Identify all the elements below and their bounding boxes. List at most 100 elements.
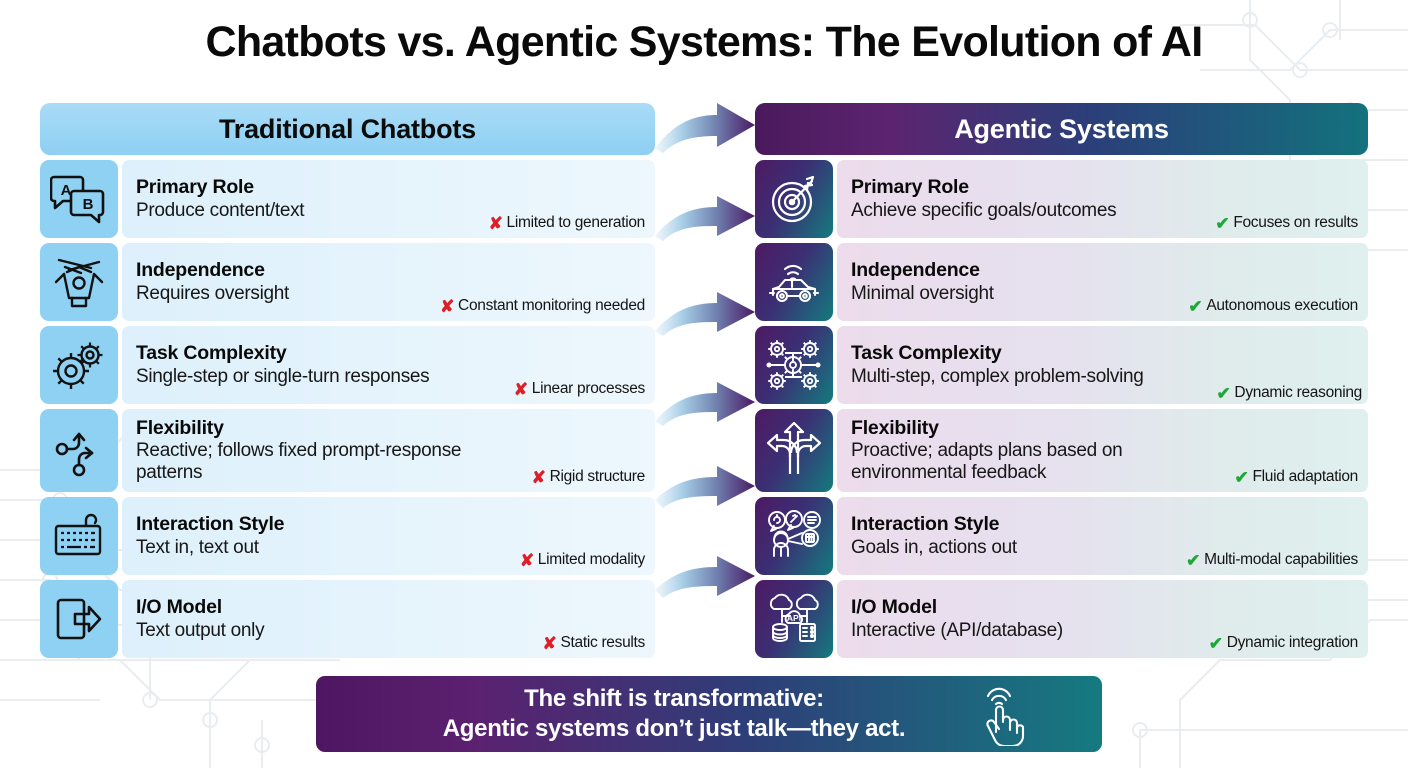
row-tag: ✘ Limited to generation <box>488 213 646 233</box>
row-right-independence[interactable]: Independence Minimal oversight ✔ Autonom… <box>755 243 1368 321</box>
row-left-interaction-style-body: Interaction Style Text in, text out ✘ Li… <box>122 497 655 575</box>
check-icon: ✔ <box>1208 633 1223 653</box>
row-desc: Achieve specific goals/outcomes <box>851 199 1117 221</box>
row-title: I/O Model <box>136 596 222 619</box>
row-tag-label: Dynamic integration <box>1226 634 1359 651</box>
check-icon: ✔ <box>1234 467 1249 487</box>
row-right-io-model-body: I/O Model Interactive (API/database) ✔ D… <box>837 580 1368 658</box>
row-tag: ✘ Static results <box>542 633 646 653</box>
row-desc: Proactive; adapts plans based on environ… <box>851 440 1123 484</box>
check-icon: ✔ <box>1188 296 1203 316</box>
row-tag: ✔ Fluid adaptation <box>1234 467 1359 487</box>
row-desc: Minimal oversight <box>851 282 994 304</box>
row-right-flexibility[interactable]: Flexibility Proactive; adapts plans base… <box>755 409 1368 492</box>
cross-icon: ✘ <box>513 379 528 399</box>
row-desc: Goals in, actions out <box>851 536 1017 558</box>
target-dart-icon <box>755 160 833 238</box>
row-title: Task Complexity <box>851 342 1002 365</box>
row-title: Independence <box>136 259 265 282</box>
row-tag-label: Constant monitoring needed <box>458 297 645 314</box>
row-right-primary-role-body: Primary Role Achieve specific goals/outc… <box>837 160 1368 238</box>
row-tag-label: Dynamic reasoning <box>1234 384 1362 401</box>
cross-icon: ✘ <box>531 467 546 487</box>
row-tag-label: Multi-modal capabilities <box>1204 551 1358 568</box>
three-way-arrows-icon <box>755 409 833 492</box>
keyboard-icon <box>40 497 118 575</box>
check-icon: ✔ <box>1215 213 1230 233</box>
row-left-io-model-body: I/O Model Text output only ✘ Static resu… <box>122 580 655 658</box>
svg-text:API: API <box>787 613 801 623</box>
row-desc: Multi-step, complex problem-solving <box>851 365 1144 387</box>
row-left-flexibility[interactable]: Flexibility Reactive; follows fixed prom… <box>40 409 655 492</box>
banner-text: The shift is transformative: Agentic sys… <box>443 684 976 745</box>
row-left-interaction-style[interactable]: Interaction Style Text in, text out ✘ Li… <box>40 497 655 575</box>
cross-icon: ✘ <box>542 633 557 653</box>
row-tag: ✘ Linear processes <box>513 379 646 399</box>
tap-hand-icon <box>986 687 1025 746</box>
row-left-io-model[interactable]: I/O Model Text output only ✘ Static resu… <box>40 580 655 658</box>
row-tag: ✔ Dynamic integration <box>1208 633 1359 653</box>
row-left-primary-role[interactable]: A B Primary Role Produce content/text ✘ … <box>40 160 655 238</box>
export-arrow-icon <box>40 580 118 658</box>
bottom-banner: The shift is transformative: Agentic sys… <box>316 676 1102 752</box>
row-tag-label: Rigid structure <box>549 468 646 485</box>
row-left-task-complexity[interactable]: Task Complexity Single-step or single-tu… <box>40 326 655 404</box>
row-tag: ✔ Multi-modal capabilities <box>1186 551 1358 569</box>
row-right-interaction-style[interactable]: Interaction Style Goals in, actions out … <box>755 497 1368 575</box>
row-tag-label: Autonomous execution <box>1206 297 1358 314</box>
row-tag: ✘ Constant monitoring needed <box>440 297 645 315</box>
row-left-flexibility-body: Flexibility Reactive; follows fixed prom… <box>122 409 655 492</box>
row-tag: ✘ Limited modality <box>520 551 645 569</box>
row-tag-label: Limited modality <box>537 551 646 568</box>
row-title: Flexibility <box>851 416 939 439</box>
two-gears-icon <box>40 326 118 404</box>
check-icon: ✔ <box>1186 550 1201 570</box>
row-right-task-complexity-body: Task Complexity Multi-step, complex prob… <box>837 326 1368 404</box>
row-left-independence[interactable]: Independence Requires oversight ✘ Consta… <box>40 243 655 321</box>
row-desc: Requires oversight <box>136 282 290 304</box>
row-tag-label: Linear processes <box>531 380 646 397</box>
row-tag-label: Limited to generation <box>506 214 646 231</box>
svg-text:A: A <box>61 182 72 199</box>
row-right-interaction-style-body: Interaction Style Goals in, actions out … <box>837 497 1368 575</box>
row-tag: ✔ Autonomous execution <box>1188 297 1358 315</box>
cross-icon: ✘ <box>488 213 503 233</box>
row-title: Interaction Style <box>136 513 285 536</box>
row-right-primary-role[interactable]: Primary Role Achieve specific goals/outc… <box>755 160 1368 238</box>
row-desc: Reactive; follows fixed prompt-response … <box>136 440 462 484</box>
row-tag-label: Static results <box>560 634 645 651</box>
chat-bubbles-ab-icon: A B <box>40 160 118 238</box>
row-title: Primary Role <box>136 176 254 199</box>
column-header-left: Traditional Chatbots <box>40 103 655 155</box>
page-title: Chatbots vs. Agentic Systems: The Evolut… <box>205 18 1203 66</box>
row-title: Task Complexity <box>136 342 287 365</box>
cloud-api-database-icon: API <box>755 580 833 658</box>
check-icon: ✔ <box>1216 383 1231 403</box>
row-left-primary-role-body: Primary Role Produce content/text ✘ Limi… <box>122 160 655 238</box>
row-desc: Produce content/text <box>136 199 305 221</box>
autonomous-car-icon <box>755 243 833 321</box>
row-left-independence-body: Independence Requires oversight ✘ Consta… <box>122 243 655 321</box>
gear-network-icon <box>755 326 833 404</box>
branching-arrows-icon <box>40 409 118 492</box>
row-right-task-complexity[interactable]: Task Complexity Multi-step, complex prob… <box>755 326 1368 404</box>
row-right-independence-body: Independence Minimal oversight ✔ Autonom… <box>837 243 1368 321</box>
row-tag-label: Fluid adaptation <box>1252 468 1358 485</box>
row-title: Interaction Style <box>851 513 1000 536</box>
row-title: Primary Role <box>851 176 969 199</box>
row-title: Flexibility <box>136 416 224 439</box>
row-desc: Single-step or single-turn responses <box>136 365 430 387</box>
row-left-task-complexity-body: Task Complexity Single-step or single-tu… <box>122 326 655 404</box>
row-desc: Interactive (API/database) <box>851 619 1063 641</box>
row-right-flexibility-body: Flexibility Proactive; adapts plans base… <box>837 409 1368 492</box>
column-agentic-systems: Agentic Systems Primary Role <box>755 103 1368 658</box>
column-traditional-chatbots: Traditional Chatbots A B Primary Role Pr… <box>40 103 655 658</box>
cross-icon: ✘ <box>519 550 534 570</box>
row-title: I/O Model <box>851 596 937 619</box>
banner-line-2: Agentic systems don’t just talk—they act… <box>442 715 906 742</box>
row-tag: ✔ Dynamic reasoning <box>1216 384 1362 402</box>
row-tag-label: Focuses on results <box>1233 214 1358 231</box>
row-right-io-model[interactable]: API I/O Model Interac <box>755 580 1368 658</box>
banner-line-1: The shift is transformative: <box>524 684 824 712</box>
